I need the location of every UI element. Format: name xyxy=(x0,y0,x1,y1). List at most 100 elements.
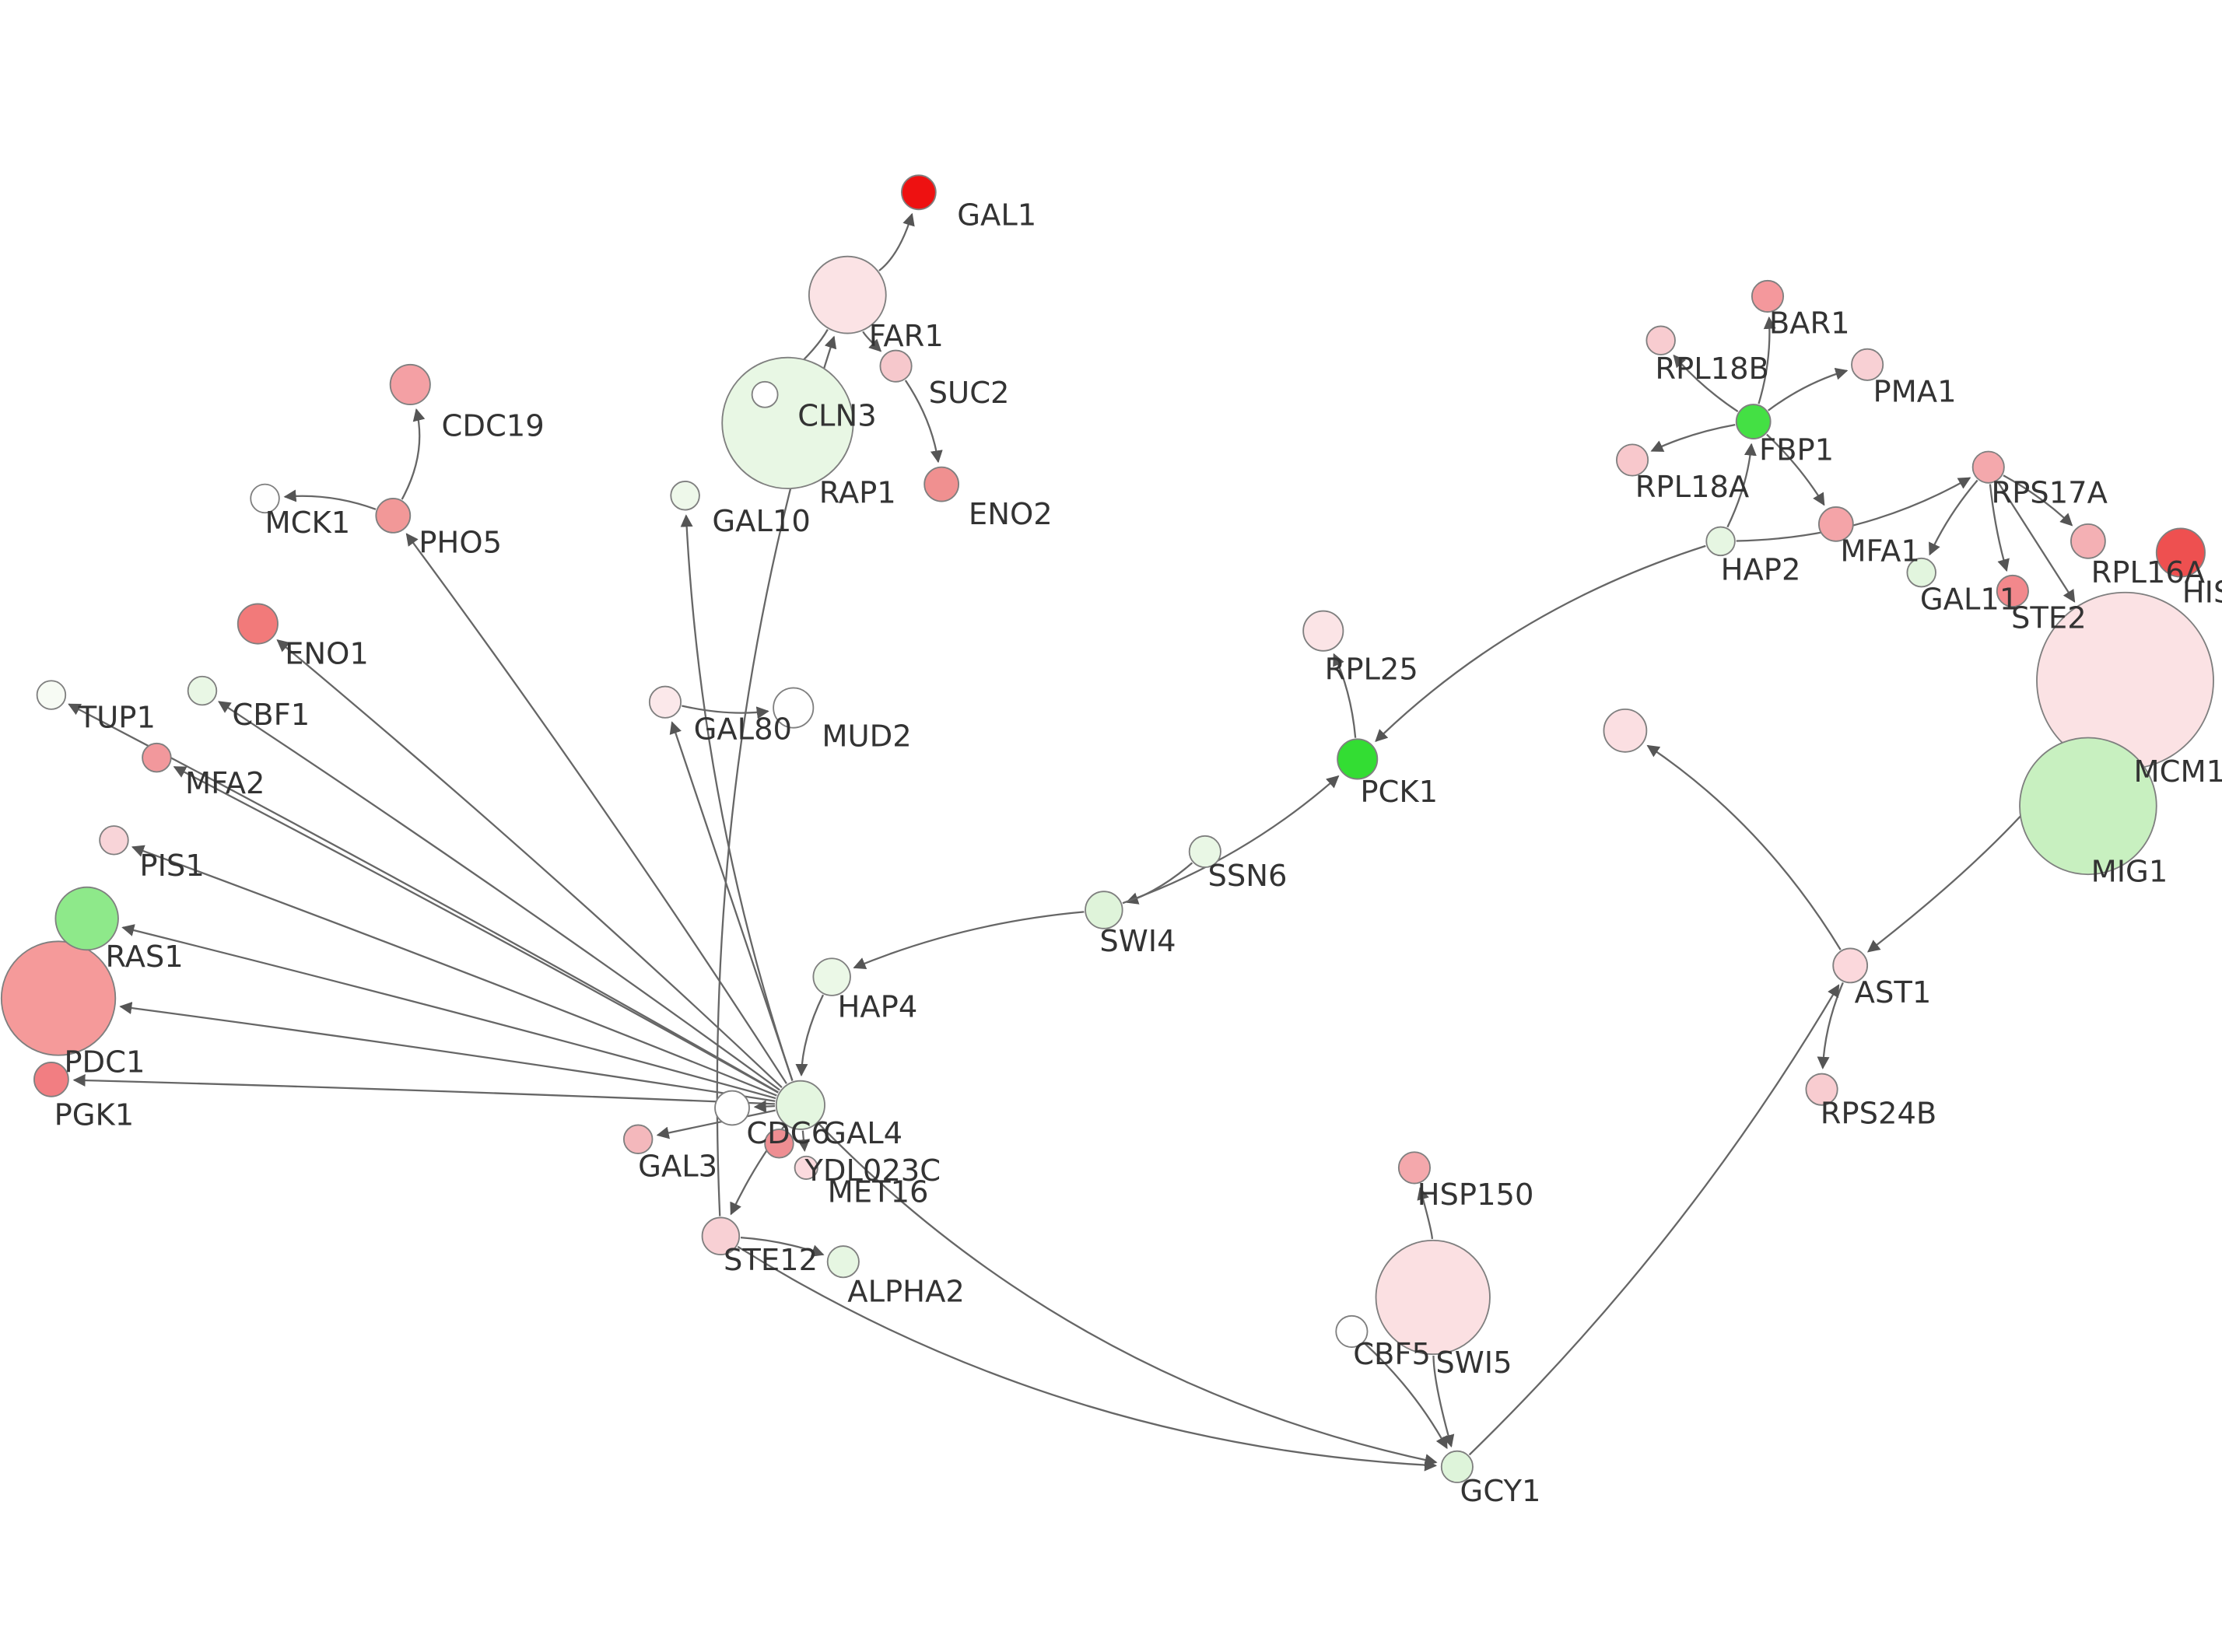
node-FAR1[interactable] xyxy=(808,255,887,334)
label-MUD2: MUD2 xyxy=(822,719,911,754)
node-ENO1[interactable] xyxy=(237,603,279,645)
node-CBF1[interactable] xyxy=(187,675,218,706)
edge-HAP2-FBP1 xyxy=(1726,443,1757,528)
label-CLN3: CLN3 xyxy=(797,399,876,434)
node-STE2[interactable] xyxy=(1996,574,2029,607)
label-RPL16A: RPL16A xyxy=(2091,555,2206,590)
label-AST1: AST1 xyxy=(1855,975,1932,1010)
label-BAR1: BAR1 xyxy=(1769,306,1850,341)
node-MFA2[interactable] xyxy=(142,742,172,773)
label-CBF1: CBF1 xyxy=(232,698,310,733)
node-GAL80[interactable] xyxy=(648,685,682,719)
node-YDL023C[interactable] xyxy=(764,1129,794,1159)
node-HAP2[interactable] xyxy=(1705,526,1736,557)
node-RPL18B[interactable] xyxy=(1645,325,1676,355)
node-GAL10[interactable] xyxy=(670,481,700,511)
label-GCY1: GCY1 xyxy=(1460,1474,1541,1509)
label-HSP150: HSP150 xyxy=(1418,1178,1534,1213)
node-GAL1[interactable] xyxy=(900,174,937,211)
node-CBF5[interactable] xyxy=(1335,1314,1369,1348)
node-TUP1[interactable] xyxy=(36,680,67,710)
node-MCK1[interactable] xyxy=(250,483,280,514)
edge-layer xyxy=(68,212,2076,1472)
label-PIS1: PIS1 xyxy=(139,849,204,884)
label-ALPHA2: ALPHA2 xyxy=(847,1274,965,1309)
edge-GAL80-MUD2 xyxy=(682,705,769,719)
node-NODE_X[interactable] xyxy=(1603,708,1648,753)
edge-SWI5-GCY1 xyxy=(1432,1356,1455,1448)
node-PIS1[interactable] xyxy=(99,825,129,856)
edge-FAR1-SUC2 xyxy=(862,331,882,352)
edge-GAL4-PIS1 xyxy=(131,845,777,1097)
label-MFA1: MFA1 xyxy=(1840,534,1920,569)
label-SSN6: SSN6 xyxy=(1207,859,1287,894)
label-PCK1: PCK1 xyxy=(1360,775,1438,810)
node-SWI4[interactable] xyxy=(1085,891,1123,929)
node-layer xyxy=(0,174,2214,1483)
node-CDC19[interactable] xyxy=(389,363,431,406)
node-STE12[interactable] xyxy=(701,1216,741,1255)
edge-GAL4-ENO1 xyxy=(276,639,783,1088)
label-SUC2: SUC2 xyxy=(929,376,1010,411)
label-FAR1: FAR1 xyxy=(869,319,944,354)
edge-SWI4-HAP4 xyxy=(853,911,1085,970)
label-HAP2: HAP2 xyxy=(1721,552,1801,587)
node-ALPHA2[interactable] xyxy=(826,1245,860,1279)
node-CLN3[interactable] xyxy=(751,380,779,408)
node-ENO2[interactable] xyxy=(923,466,960,502)
node-SWI5[interactable] xyxy=(1375,1239,1491,1356)
edge-GAL4-PDC1 xyxy=(119,1002,776,1102)
node-RPL25[interactable] xyxy=(1302,610,1344,652)
label-STE2: STE2 xyxy=(2011,601,2087,636)
label-GAL11: GAL11 xyxy=(1920,583,2018,618)
edge-GAL4-CBF1 xyxy=(218,701,780,1091)
node-RPS24B[interactable] xyxy=(1805,1073,1838,1106)
node-RPL16A[interactable] xyxy=(2070,523,2106,559)
node-MFA1[interactable] xyxy=(1817,506,1854,542)
edge-HAP2-RPS17A xyxy=(1736,477,1971,542)
node-RPS17A[interactable] xyxy=(1971,450,2005,484)
node-MUD2[interactable] xyxy=(773,687,815,729)
node-CDC6[interactable] xyxy=(714,1090,750,1126)
node-PGK1[interactable] xyxy=(33,1061,69,1097)
node-SUC2[interactable] xyxy=(879,349,913,383)
edge-AST1-RPS24B xyxy=(1817,982,1844,1069)
node-PHO5[interactable] xyxy=(375,498,412,534)
label-GAL3: GAL3 xyxy=(638,1149,717,1184)
label-SWI5: SWI5 xyxy=(1435,1346,1512,1381)
node-MET16[interactable] xyxy=(794,1155,818,1180)
edge-SWI5-HSP150 xyxy=(1417,1187,1433,1239)
node-GAL4[interactable] xyxy=(775,1080,825,1130)
edge-RPS17A-GAL11 xyxy=(1929,479,1978,556)
label-HIS4: HIS4 xyxy=(2182,576,2222,611)
label-GAL4: GAL4 xyxy=(823,1116,902,1151)
node-HSP150[interactable] xyxy=(1397,1151,1432,1185)
node-GAL3[interactable] xyxy=(622,1124,654,1154)
label-MIG1: MIG1 xyxy=(2091,854,2168,889)
label-RAP1: RAP1 xyxy=(819,475,896,510)
edge-FBP1-MFA1 xyxy=(1766,433,1825,506)
edge-HAP4-GAL4 xyxy=(795,994,825,1076)
node-PMA1[interactable] xyxy=(1851,348,1884,381)
node-HAP4[interactable] xyxy=(812,957,851,996)
edge-STE12-GCY1 xyxy=(737,1245,1438,1472)
label-YDL023C: YDL023C xyxy=(804,1153,941,1188)
node-MIG1[interactable] xyxy=(2019,737,2157,876)
node-AST1[interactable] xyxy=(1832,947,1869,984)
node-RPL18A[interactable] xyxy=(1616,443,1649,477)
node-PCK1[interactable] xyxy=(1337,738,1379,780)
node-GAL11[interactable] xyxy=(1906,557,1936,588)
edge-GAL4-CDC6 xyxy=(753,1100,775,1113)
label-ENO2: ENO2 xyxy=(969,497,1053,532)
label-GAL80: GAL80 xyxy=(694,712,792,747)
node-RAS1[interactable] xyxy=(54,886,119,951)
edge-FAR1-GAL1 xyxy=(878,212,915,271)
node-SSN6[interactable] xyxy=(1188,835,1221,869)
node-BAR1[interactable] xyxy=(1751,279,1785,313)
node-HIS4[interactable] xyxy=(2155,527,2206,578)
edge-SWI4-PCK1 xyxy=(1122,775,1340,905)
node-PDC1[interactable] xyxy=(0,940,117,1056)
edge-RPS17A-STE2 xyxy=(1989,484,2010,572)
node-GCY1[interactable] xyxy=(1440,1450,1474,1483)
node-FBP1[interactable] xyxy=(1735,404,1772,439)
